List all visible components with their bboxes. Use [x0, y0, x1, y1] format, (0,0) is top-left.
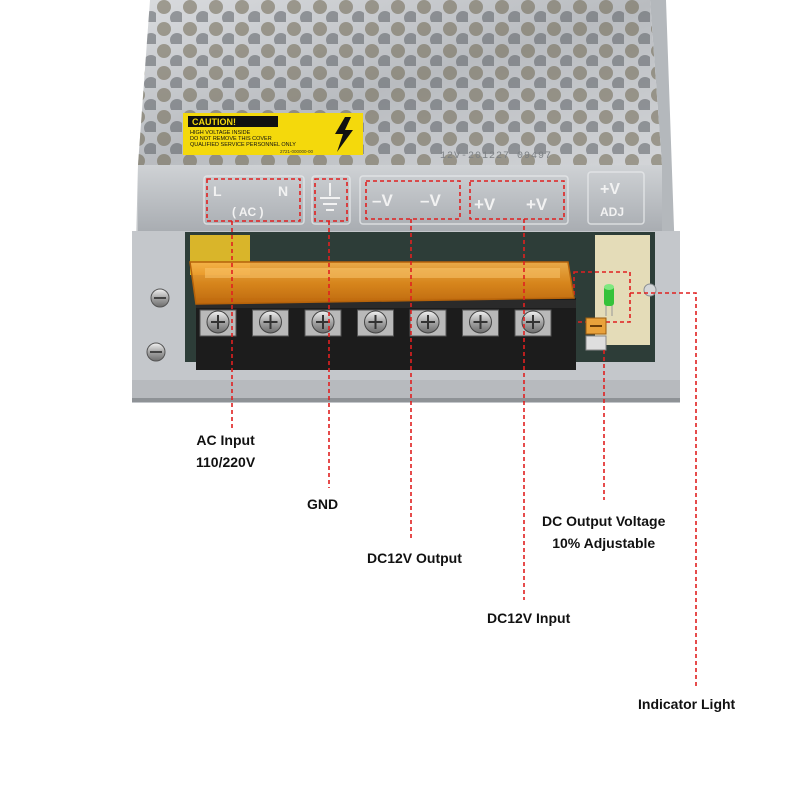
- model-code: 12V-201227 09497: [440, 151, 552, 162]
- caution-line-2: DO NOT REMOVE THIS COVER: [190, 136, 272, 142]
- leader-lines: [231, 219, 697, 686]
- caution-title: CAUTION!: [192, 117, 236, 127]
- terminal-screw-icon: [514, 309, 552, 337]
- caution-label: CAUTION! HIGH VOLTAGE INSIDE DO NOT REMO…: [183, 113, 363, 155]
- caution-line-1: HIGH VOLTAGE INSIDE: [190, 130, 251, 136]
- terminal-cover: [189, 261, 575, 305]
- terminal-screw-icon: [304, 309, 342, 337]
- label-pos-v-1: +V: [474, 195, 496, 214]
- case-rivet: [643, 283, 657, 297]
- highlight-neg: [365, 180, 461, 220]
- terminal-screw-icon: [199, 309, 237, 337]
- label-l: L: [213, 183, 222, 199]
- ground-symbol-icon: [320, 183, 340, 211]
- adjust-potentiometer: [585, 317, 607, 351]
- label-neg-v-1: –V: [372, 191, 393, 210]
- label-adj-v: +V: [600, 181, 620, 198]
- mounting-screw-icon: [146, 288, 170, 362]
- callout-indicator-light: Indicator Light: [638, 696, 736, 712]
- caution-line-3: QUALIFIED SERVICE PERSONNEL ONLY: [190, 142, 296, 148]
- label-neg-v-2: –V: [420, 191, 441, 210]
- terminal-labels: L N ( AC ) –V –V +V +V +V ADJ: [213, 181, 624, 219]
- callout-ac-input-line-2: 110/220V: [196, 454, 256, 470]
- label-n: N: [278, 183, 288, 199]
- callout-dc12v-input: DC12V Input: [487, 610, 571, 626]
- terminal-screw-icon: [252, 309, 289, 337]
- callout-dc-adjust-line-1: DC Output Voltage: [542, 513, 666, 529]
- indicator-led-icon: [604, 284, 614, 316]
- terminal-screw-icon: [357, 309, 394, 337]
- callout-ac-input-line-1: AC Input: [196, 432, 255, 448]
- high-voltage-icon: [335, 117, 353, 152]
- callout-dc12v-output: DC12V Output: [367, 550, 462, 566]
- terminal-screws: [199, 309, 552, 337]
- callout-gnd: GND: [307, 496, 339, 512]
- highlight-gnd: [314, 178, 348, 222]
- highlight-ac: [206, 178, 301, 222]
- callout-ac-input: AC Input 110/220V: [196, 429, 255, 473]
- label-ac: ( AC ): [232, 205, 264, 219]
- terminal-block: [196, 298, 576, 370]
- callout-dc-adjust-line-2: 10% Adjustable: [552, 535, 656, 551]
- terminal-screw-icon: [462, 309, 499, 337]
- caution-code: 2721-000000-00: [280, 149, 314, 154]
- terminal-screw-icon: [409, 309, 447, 337]
- label-pos-v-2: +V: [526, 195, 548, 214]
- highlight-pos: [469, 180, 565, 220]
- callout-dc-adjust: DC Output Voltage 10% Adjustable: [542, 510, 665, 554]
- label-adj: ADJ: [600, 205, 624, 219]
- leader-indicator: [630, 292, 697, 686]
